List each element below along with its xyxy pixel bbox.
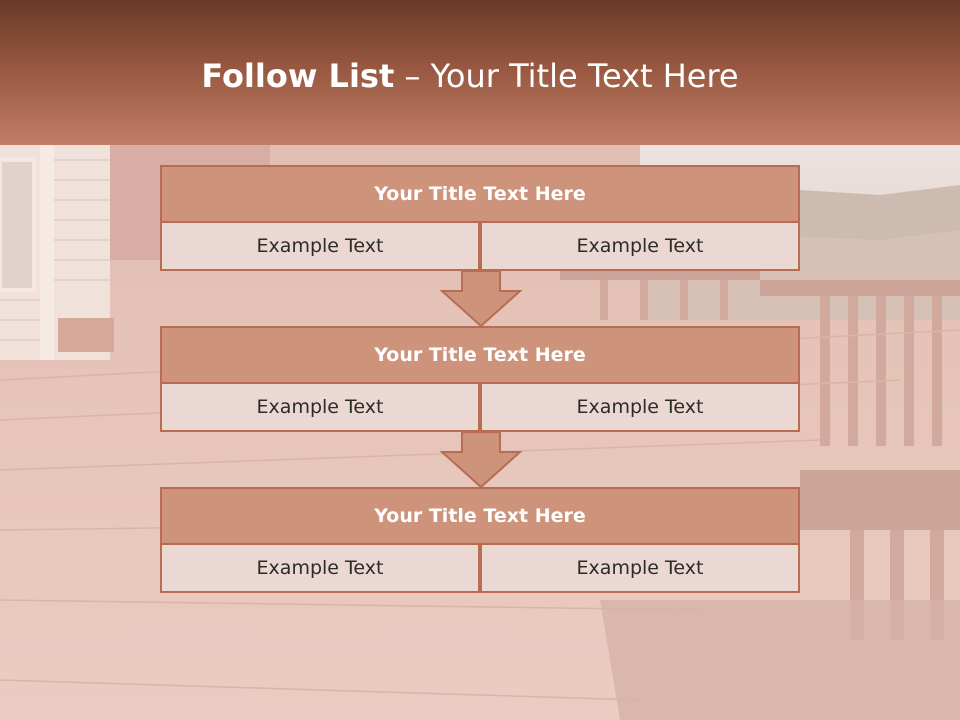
step-cell-right: Example Text bbox=[480, 382, 800, 432]
step-block-1: Your Title Text Here Example Text Exampl… bbox=[160, 165, 800, 271]
step-cell-right: Example Text bbox=[480, 543, 800, 593]
title-bar bbox=[0, 0, 960, 145]
step-cell-left: Example Text bbox=[160, 221, 480, 271]
step-cell-right: Example Text bbox=[480, 221, 800, 271]
step-block-3: Your Title Text Here Example Text Exampl… bbox=[160, 487, 800, 593]
step-cell-left: Example Text bbox=[160, 543, 480, 593]
down-arrow-icon bbox=[439, 270, 523, 328]
step-block-2: Your Title Text Here Example Text Exampl… bbox=[160, 326, 800, 432]
slide-title-rest: – Your Title Text Here bbox=[394, 57, 739, 95]
slide-title-bold: Follow List bbox=[201, 57, 395, 95]
step-title: Your Title Text Here bbox=[160, 165, 800, 223]
step-cell-left: Example Text bbox=[160, 382, 480, 432]
step-title: Your Title Text Here bbox=[160, 487, 800, 545]
step-title: Your Title Text Here bbox=[160, 326, 800, 384]
slide-title: Follow List – Your Title Text Here bbox=[0, 55, 940, 97]
down-arrow-icon bbox=[439, 431, 523, 489]
